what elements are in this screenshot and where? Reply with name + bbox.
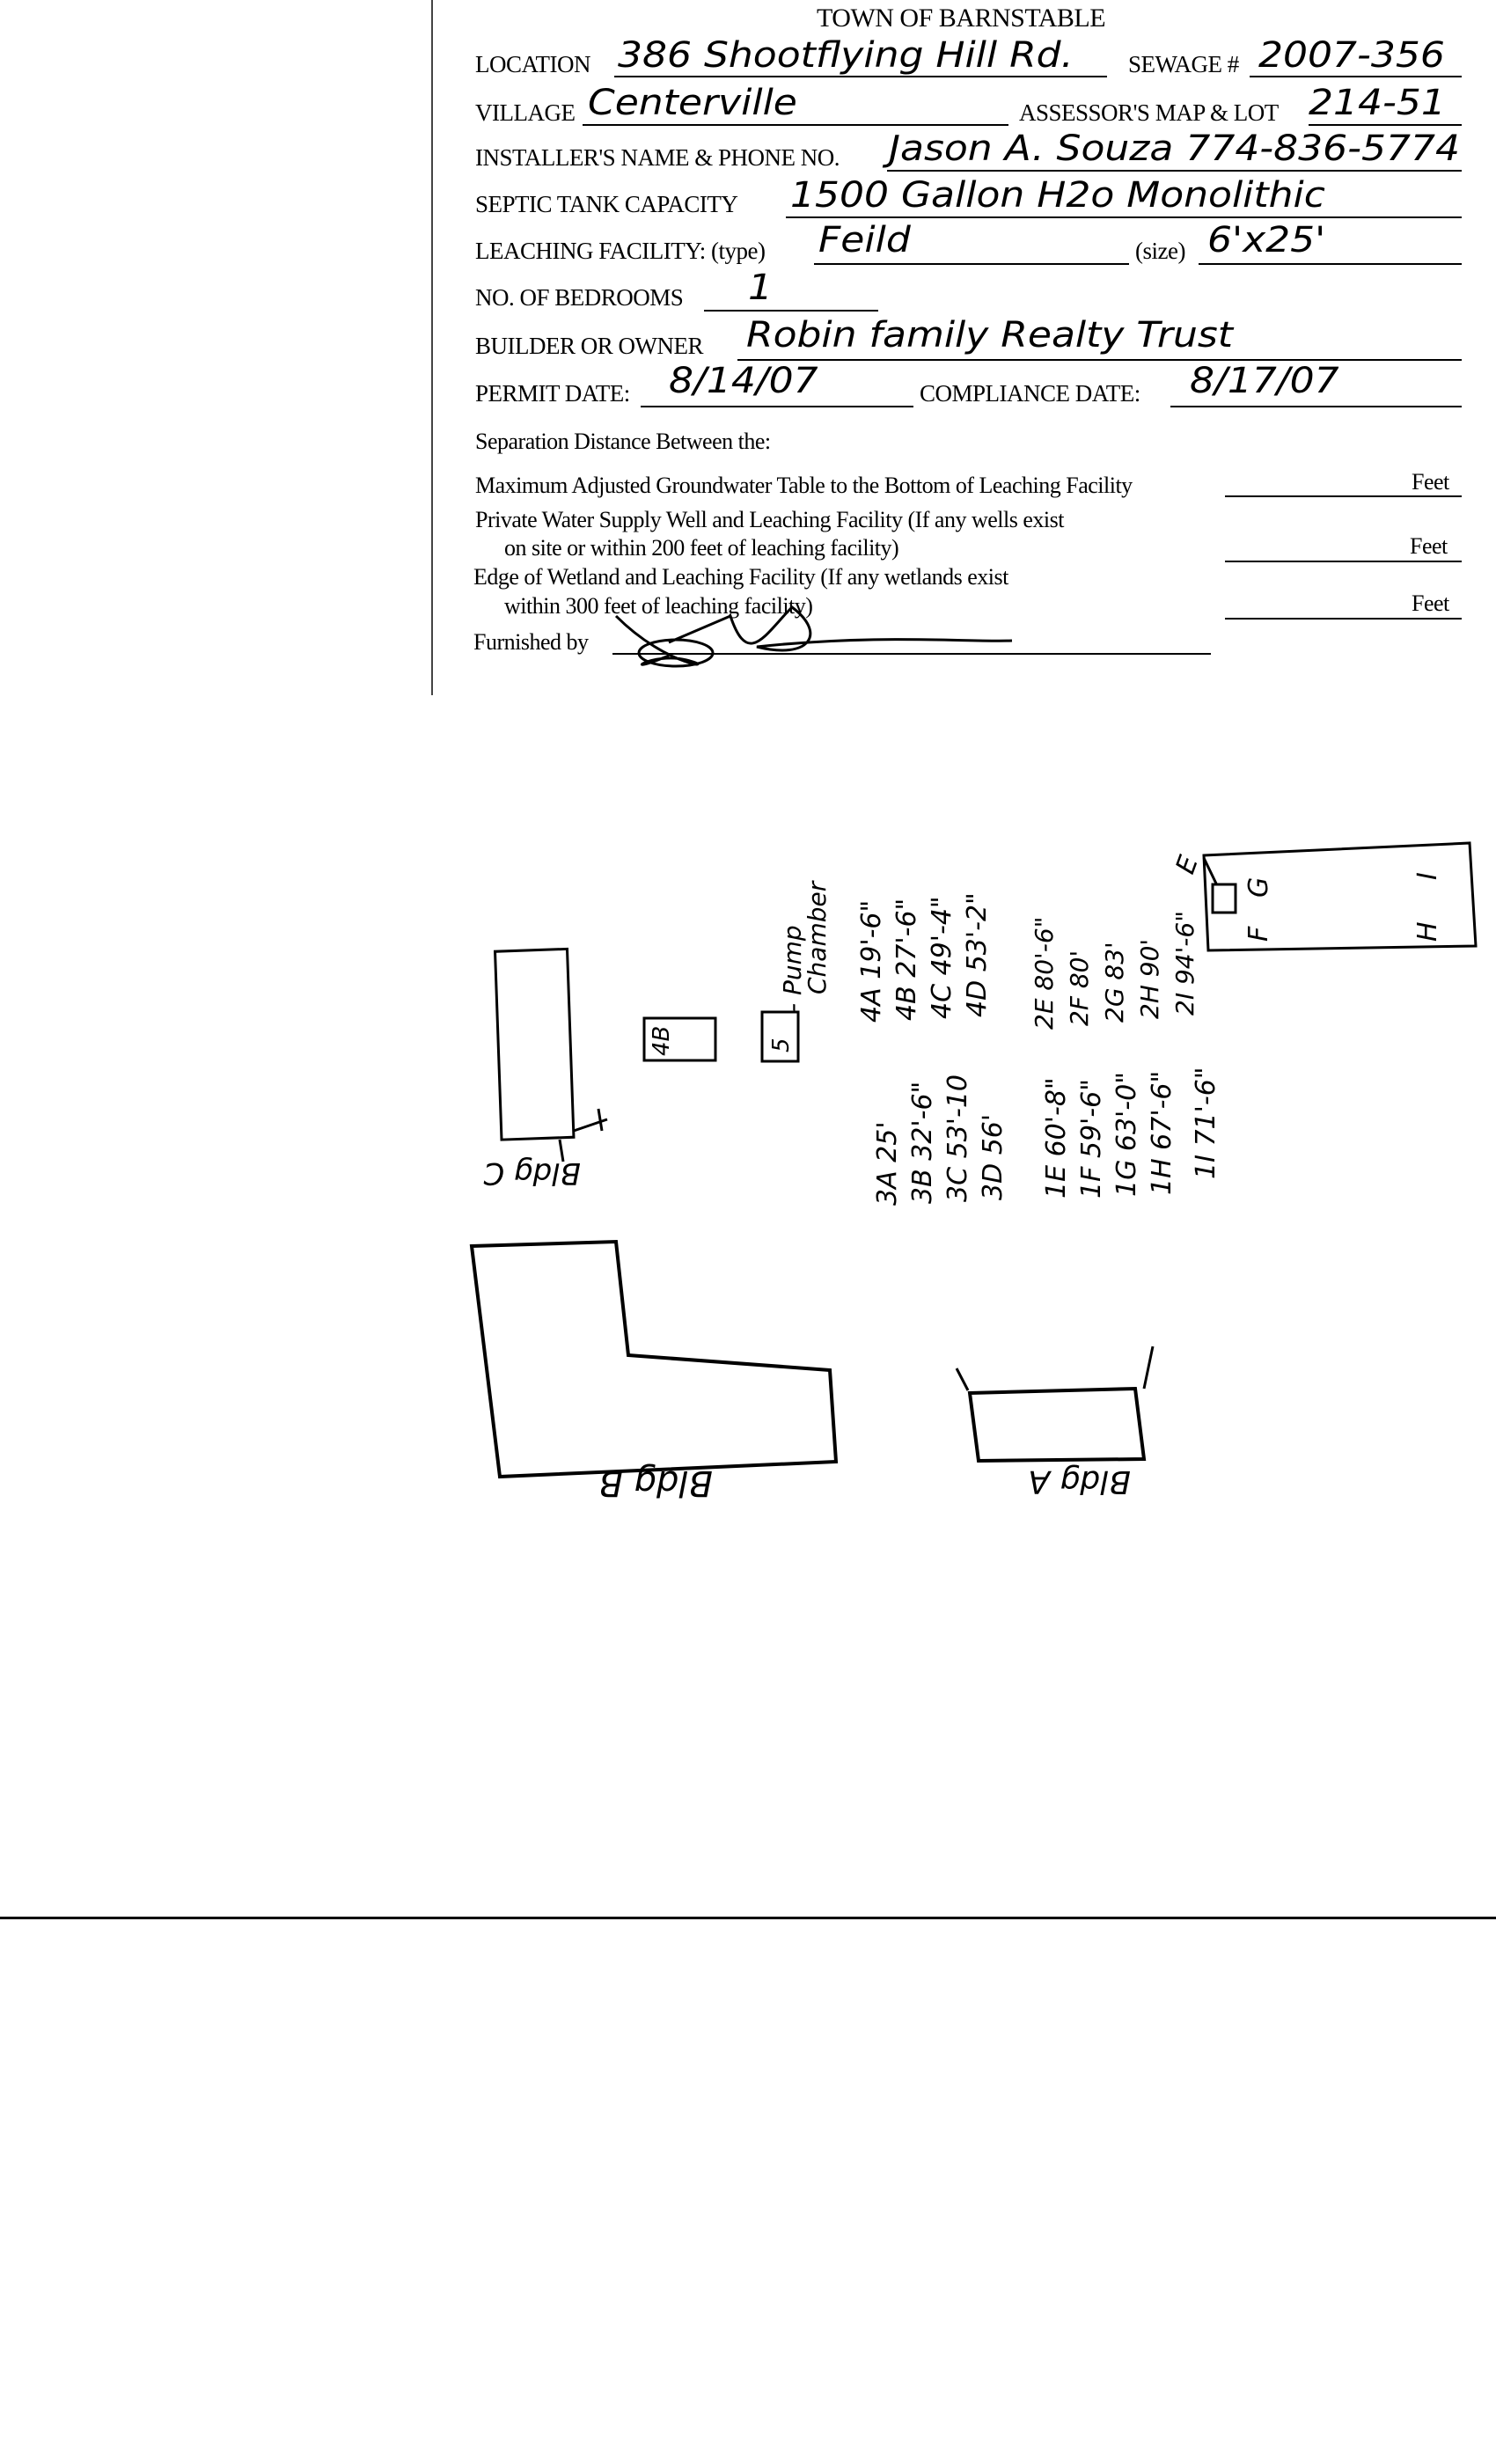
feet-unit: Feet: [1412, 469, 1449, 495]
permit-date-underline: [641, 406, 913, 407]
page-bottom-line: [0, 1917, 1496, 1919]
measurements-group-3: 3A 25' 3B 32'-6" 3C 53'-10 3D 56': [872, 1074, 1008, 1206]
permit-date-label: PERMIT DATE:: [475, 380, 630, 407]
leaching-size-field[interactable]: 6'x25': [1207, 220, 1326, 260]
map-lot-label: ASSESSOR'S MAP & LOT: [1019, 99, 1279, 126]
village-underline: [583, 124, 1008, 126]
well-distance-field[interactable]: [1225, 561, 1462, 562]
measurement: 2H 90': [1135, 939, 1164, 1019]
field-corner-i: I: [1412, 872, 1443, 880]
installer-underline: [887, 170, 1462, 172]
building-c-outline: [493, 947, 576, 1141]
feet-unit: Feet: [1412, 590, 1449, 616]
measurement: 1F 59'-6": [1076, 1079, 1107, 1199]
field-corner-e: E: [1170, 852, 1205, 878]
measurement: 4D 53'-2": [962, 892, 993, 1017]
tank-capacity-field[interactable]: 1500 Gallon H2o Monolithic: [790, 175, 1325, 216]
furnished-by-label: Furnished by: [473, 629, 589, 655]
measurement: 1G 63'-0": [1111, 1072, 1142, 1197]
bedrooms-label: NO. OF BEDROOMS: [475, 284, 684, 311]
separation-well-label: Private Water Supply Well and Leaching F…: [475, 507, 1064, 532]
installer-field[interactable]: Jason A. Souza 774-836-5774: [889, 128, 1461, 169]
signature: [614, 605, 1013, 666]
sewage-field[interactable]: 2007-356: [1258, 35, 1445, 76]
separation-heading: Separation Distance Between the:: [475, 429, 771, 454]
leaching-size-underline: [1199, 263, 1462, 265]
measurement: 1H 67'-6": [1147, 1071, 1177, 1195]
location-label: LOCATION: [475, 51, 591, 77]
measurement: 4A 19'-6": [856, 900, 887, 1023]
leaching-size-label: (size): [1135, 238, 1185, 264]
leaching-type-field[interactable]: Feild: [818, 220, 911, 260]
bedrooms-underline: [704, 310, 878, 312]
tank-underline: [786, 216, 1462, 218]
permit-date-field[interactable]: 8/14/07: [669, 361, 818, 401]
building-a-outline: [967, 1386, 1147, 1463]
installer-label: INSTALLER'S NAME & PHONE NO.: [475, 144, 840, 171]
building-c-label: Bldg C: [483, 1155, 581, 1191]
measurement: 4C 49'-4": [927, 896, 957, 1019]
location-underline: [614, 76, 1107, 77]
owner-underline: [737, 359, 1462, 361]
field-corner-g: G: [1243, 877, 1274, 898]
separation-well-label-2: on site or within 200 feet of leaching f…: [504, 535, 899, 561]
pump-chamber-box: [760, 1010, 800, 1063]
leaching-field-outline: [1202, 841, 1478, 952]
compliance-date-underline: [1170, 406, 1462, 407]
separation-wetland-label-2: within 300 feet of leaching facility): [504, 593, 813, 619]
pump-chamber-label-2: Chamber: [803, 880, 832, 994]
signature-loop: [637, 638, 715, 668]
leaching-type-label: LEACHING FACILITY: (type): [475, 238, 766, 264]
building-c-marks: [558, 1108, 608, 1162]
measurement: 3D 56': [978, 1114, 1008, 1200]
compliance-date-field[interactable]: 8/17/07: [1190, 361, 1339, 401]
measurements-group-2: 2E 80'-6" 2F 80' 2G 83' 2H 90' 2I 94'-6": [1030, 911, 1199, 1030]
separation-groundwater-label: Maximum Adjusted Groundwater Table to th…: [475, 473, 1133, 498]
field-corner-h: H: [1412, 921, 1443, 942]
measurements-group-4: 4A 19'-6" 4B 27'-6" 4C 49'-4" 4D 53'-2": [856, 892, 993, 1023]
measurement: 2F 80': [1065, 950, 1094, 1026]
measurement: 1I 71'-6": [1191, 1067, 1221, 1179]
owner-field[interactable]: Robin family Realty Trust: [746, 315, 1234, 356]
pump-chamber-label: - Pump: [778, 925, 807, 1012]
tank-capacity-label: SEPTIC TANK CAPACITY: [475, 191, 738, 217]
leaching-type-underline: [814, 263, 1129, 265]
building-b-label: Bldg B: [599, 1463, 714, 1503]
distribution-box: [1211, 883, 1237, 914]
septic-tank-label: 4B: [649, 1026, 675, 1056]
village-field[interactable]: Centerville: [588, 83, 797, 123]
compliance-date-label: COMPLIANCE DATE:: [920, 380, 1140, 407]
building-b-outline: [469, 1239, 839, 1479]
field-corner-f: F: [1243, 926, 1274, 942]
sewage-underline: [1250, 76, 1462, 77]
furnished-by-field[interactable]: [612, 653, 1211, 655]
measurement: 2G 83': [1100, 942, 1129, 1023]
measurement: 2E 80'-6": [1030, 916, 1059, 1030]
map-lot-underline: [1309, 124, 1462, 126]
pump-chamber-number: 5: [768, 1038, 795, 1052]
measurement: 3C 53'-10: [942, 1074, 973, 1202]
building-a-label: Bldg A: [1029, 1463, 1131, 1500]
village-label: VILLAGE: [475, 99, 576, 126]
left-margin-line: [431, 0, 433, 695]
measurement: 2I 94'-6": [1170, 911, 1199, 1016]
measurement: 4B 27'-6": [891, 898, 922, 1021]
separation-wetland-label: Edge of Wetland and Leaching Facility (I…: [473, 564, 1008, 590]
map-lot-field[interactable]: 214-51: [1309, 83, 1446, 123]
measurement: 3A 25': [872, 1121, 903, 1206]
owner-label: BUILDER OR OWNER: [475, 333, 703, 359]
sewage-label: SEWAGE #: [1128, 51, 1239, 77]
measurements-group-1: 1E 60'-8" 1F 59'-6" 1G 63'-0" 1H 67'-6" …: [1041, 1067, 1221, 1199]
measurement: 1E 60'-8": [1041, 1077, 1072, 1199]
location-field[interactable]: 386 Shootflying Hill Rd.: [618, 35, 1074, 76]
form-title: TOWN OF BARNSTABLE: [817, 4, 1106, 33]
bedrooms-field[interactable]: 1: [748, 268, 773, 308]
feet-unit: Feet: [1410, 533, 1448, 559]
measurement: 3B 32'-6": [907, 1082, 938, 1204]
septic-tank-box: [642, 1016, 717, 1062]
wetland-distance-field[interactable]: [1225, 618, 1462, 620]
groundwater-distance-field[interactable]: [1225, 495, 1462, 497]
